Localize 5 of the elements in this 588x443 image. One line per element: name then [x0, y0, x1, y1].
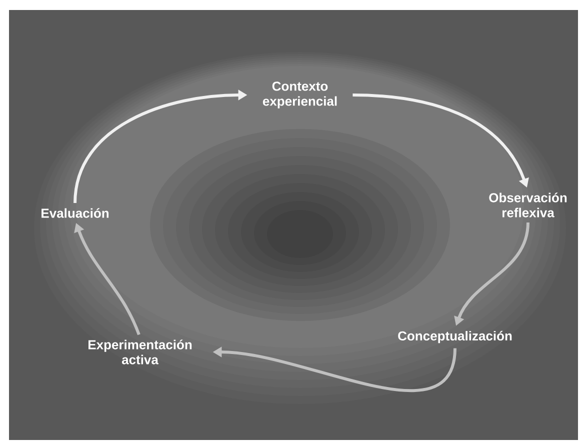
- step-label: Evaluación: [42, 208, 109, 218]
- step-label: Experimentación activa: [88, 340, 192, 364]
- step-label: Observación reflexiva: [489, 192, 567, 218]
- step-label: Contexto experiencial: [262, 82, 337, 108]
- step-label: Conceptualización: [398, 330, 512, 344]
